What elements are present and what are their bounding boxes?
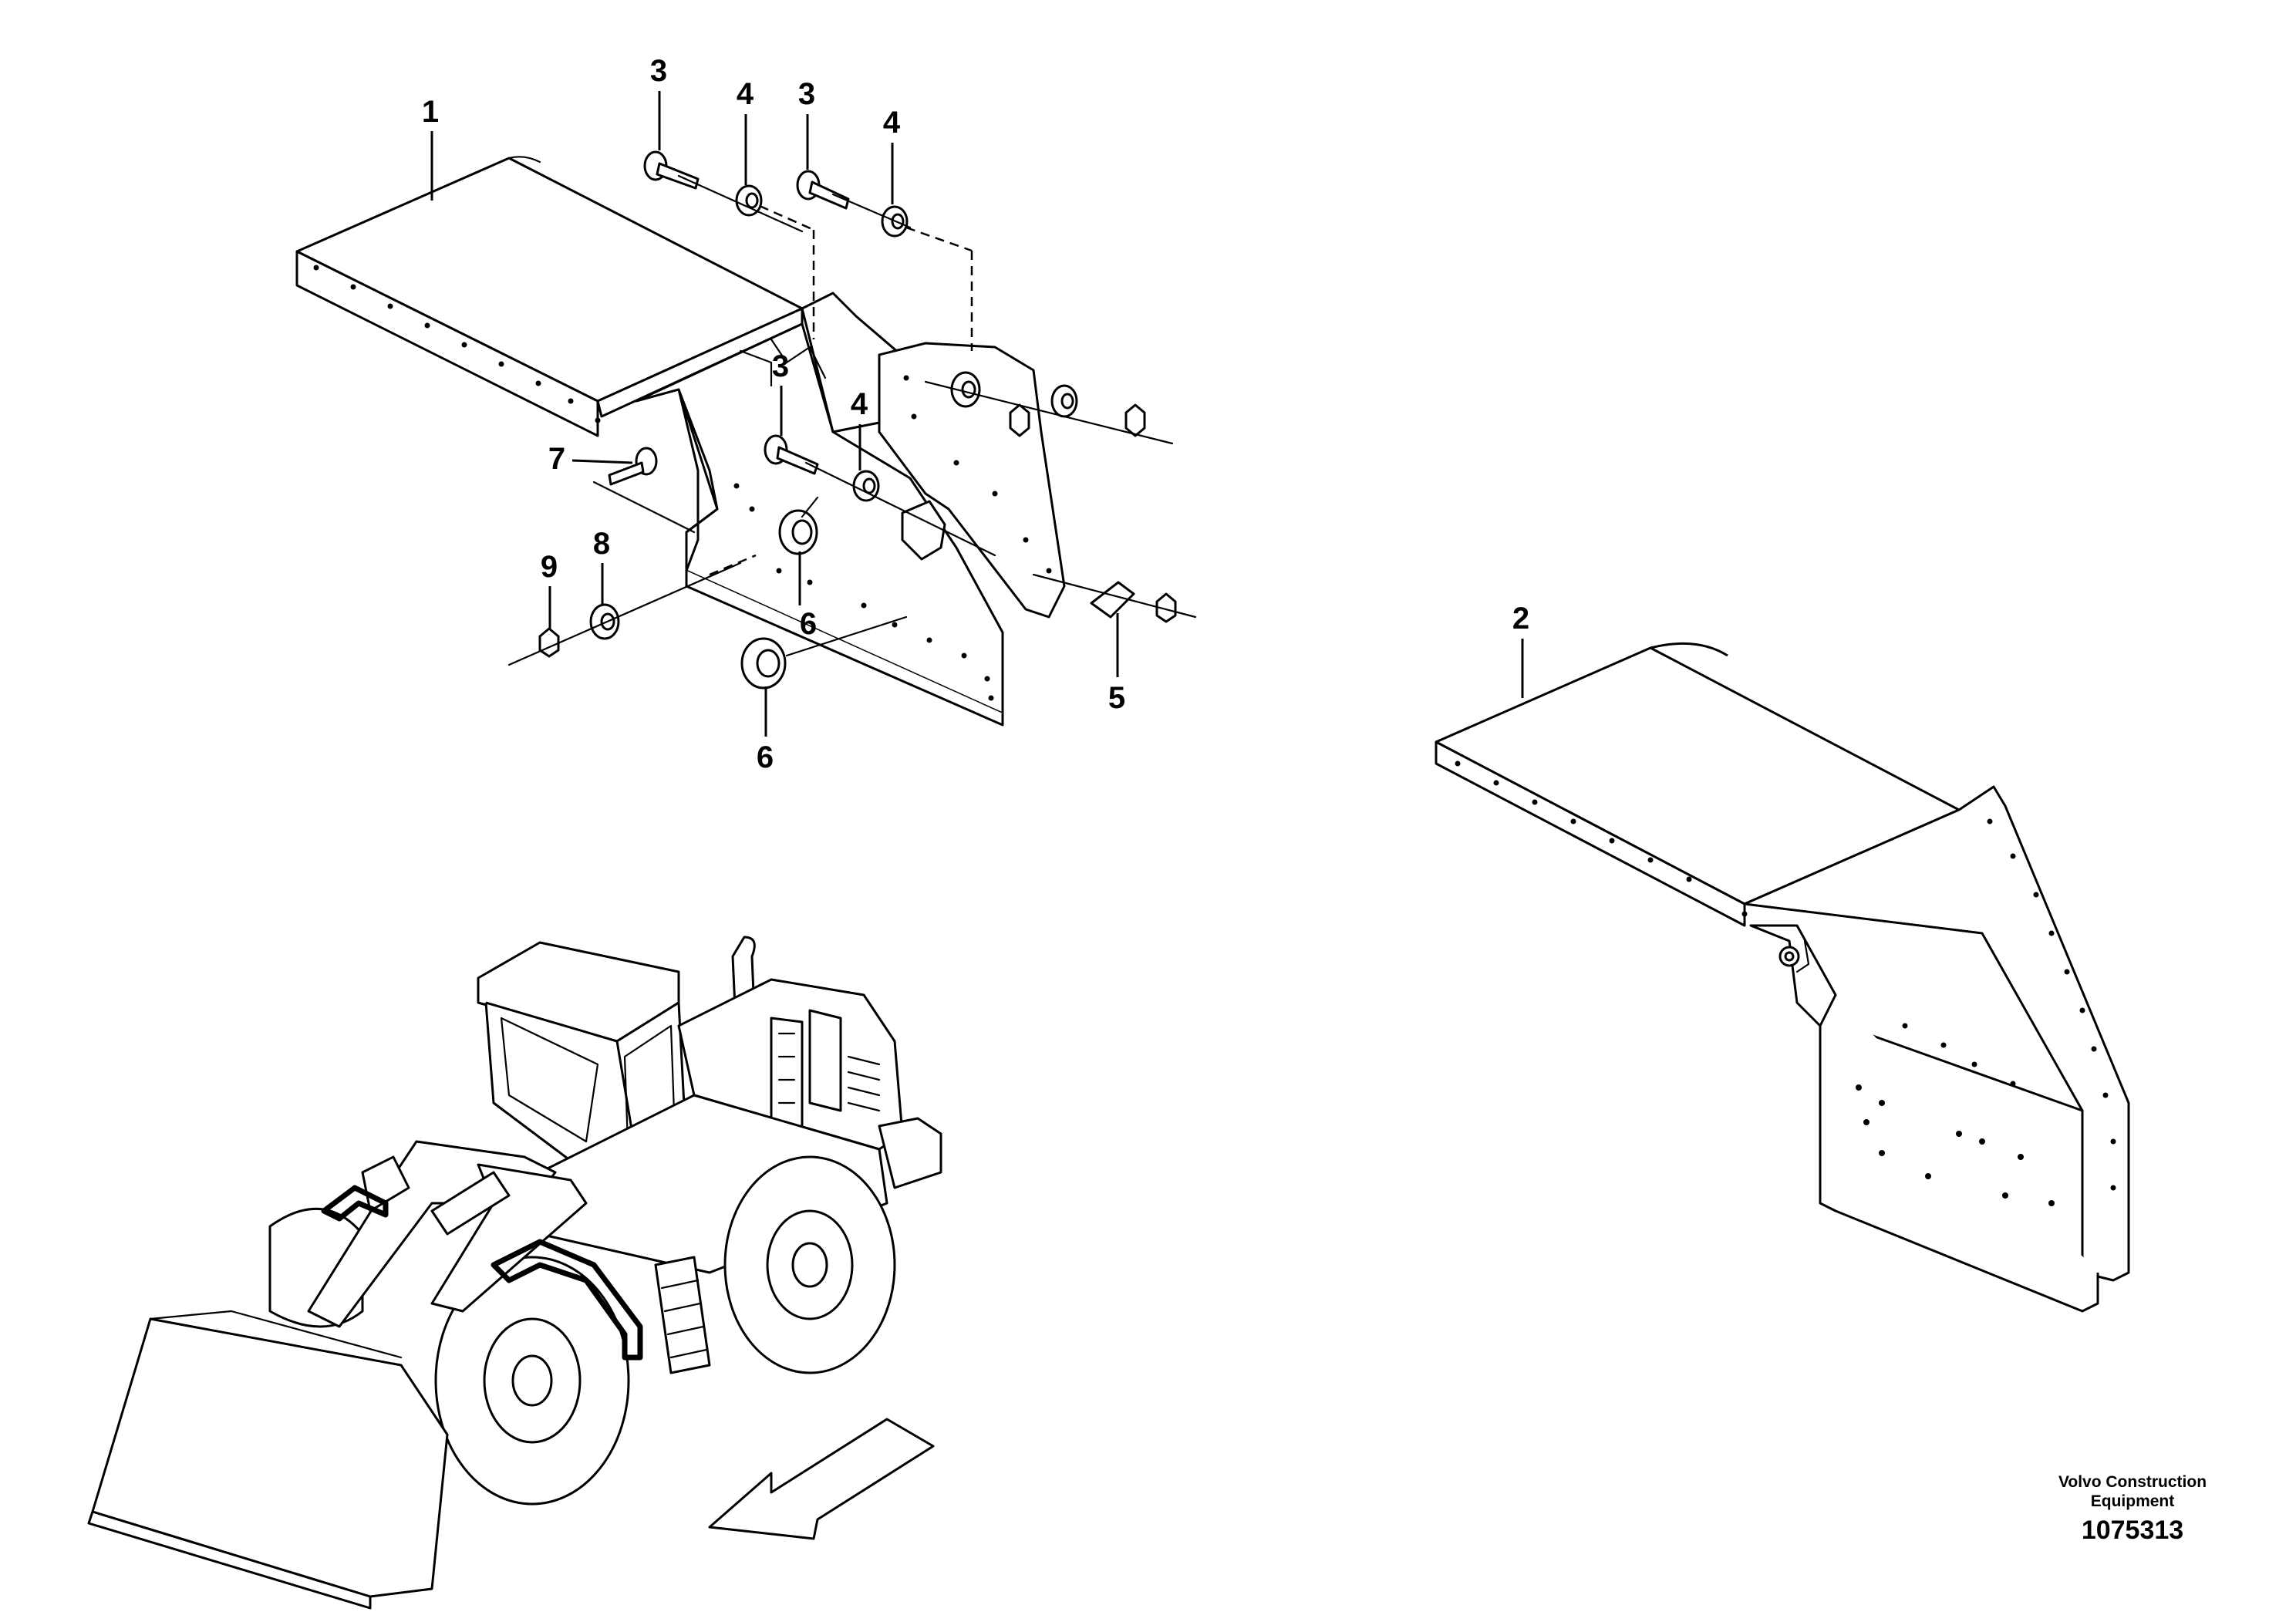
svg-text:2: 2 xyxy=(1512,602,1529,636)
svg-text:5: 5 xyxy=(1108,681,1125,715)
callout-5: 5 xyxy=(1108,613,1125,715)
washer-part-8 xyxy=(589,603,620,640)
callout-4-top-a: 4 xyxy=(737,77,754,185)
svg-text:8: 8 xyxy=(593,527,610,561)
callout-2: 2 xyxy=(1512,602,1529,698)
bolt-part-3-mid xyxy=(764,434,819,475)
callout-4-mid: 4 xyxy=(851,387,868,470)
svg-text:6: 6 xyxy=(800,607,817,641)
svg-text:3: 3 xyxy=(772,349,789,383)
wheel-loader-illustration xyxy=(87,936,942,1610)
highlight-front-left-fender xyxy=(321,1185,389,1222)
svg-text:3: 3 xyxy=(798,77,815,111)
callout-3-top-a: 3 xyxy=(650,54,667,150)
bolt-part-7 xyxy=(608,447,658,486)
washer-right-a xyxy=(950,371,981,408)
clip-part-5 xyxy=(1090,581,1177,623)
svg-text:3: 3 xyxy=(650,54,667,88)
nut-right-b xyxy=(1124,403,1146,437)
callout-1: 1 xyxy=(422,95,439,201)
washer-right-b xyxy=(1050,384,1078,418)
exploded-fender-assembly xyxy=(295,150,1197,727)
brand-line-1: Volvo Construction xyxy=(2058,1473,2207,1491)
callout-3-mid: 3 xyxy=(772,349,789,436)
callout-4-top-b: 4 xyxy=(883,106,901,204)
callout-7: 7 xyxy=(548,442,633,476)
fender-plate-part-1 xyxy=(295,156,804,437)
svg-text:1: 1 xyxy=(422,95,439,129)
svg-text:4: 4 xyxy=(883,106,901,140)
svg-text:4: 4 xyxy=(737,77,754,111)
callout-6-upper: 6 xyxy=(798,551,817,641)
spacer-part-4-top-a xyxy=(735,184,763,217)
svg-text:6: 6 xyxy=(757,740,774,774)
document-number: 1075313 xyxy=(2082,1516,2183,1545)
svg-text:4: 4 xyxy=(851,387,868,421)
callout-9: 9 xyxy=(541,550,558,629)
callout-6-lower: 6 xyxy=(757,686,774,774)
bolt-part-3-top-a xyxy=(643,150,700,190)
bolt-part-3-top-b xyxy=(796,170,850,210)
travel-direction-arrow xyxy=(708,1418,935,1540)
footer-brand-block: Volvo Construction Equipment 1075313 xyxy=(2058,1473,2207,1545)
nut-part-9 xyxy=(538,627,560,658)
assembly-lines xyxy=(507,174,1197,666)
grommet-part-6-upper xyxy=(778,509,818,555)
nut-right-a xyxy=(1009,403,1030,437)
grommet-part-6-lower xyxy=(740,637,787,690)
svg-text:9: 9 xyxy=(541,550,558,584)
highlight-front-right-fender xyxy=(491,1239,643,1361)
svg-text:7: 7 xyxy=(548,442,565,476)
callout-3-top-b: 3 xyxy=(798,77,815,170)
brand-line-2: Equipment xyxy=(2091,1492,2175,1510)
callout-8: 8 xyxy=(593,527,610,605)
assembled-fender-part-2 xyxy=(1435,642,2130,1313)
